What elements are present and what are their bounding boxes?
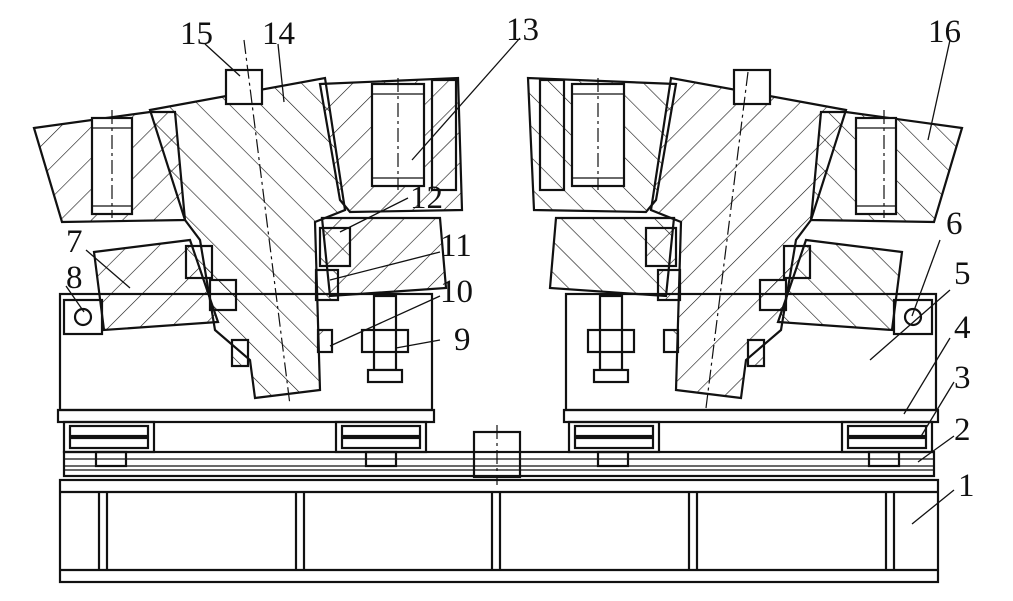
label-5: 5: [954, 256, 971, 292]
label-15: 15: [180, 16, 213, 52]
label-2: 2: [954, 412, 971, 448]
label-3: 3: [954, 360, 971, 396]
label-4: 4: [954, 310, 971, 346]
label-10: 10: [440, 274, 473, 310]
label-6: 6: [946, 206, 963, 242]
label-16: 16: [928, 14, 961, 50]
label-12: 12: [410, 180, 443, 216]
leader-lines: [65, 37, 955, 525]
right-fixture-assembly: [526, 68, 964, 409]
label-9: 9: [454, 322, 471, 358]
guide-rail: [62, 425, 936, 485]
base-frame: [58, 478, 940, 584]
label-8: 8: [66, 260, 83, 296]
label-1: 1: [958, 468, 975, 504]
label-7: 7: [66, 224, 83, 260]
left-fixture-assembly: [32, 39, 464, 406]
label-11: 11: [440, 228, 472, 264]
label-14: 14: [262, 16, 295, 52]
label-13: 13: [506, 12, 539, 48]
base-plates: [56, 408, 940, 424]
